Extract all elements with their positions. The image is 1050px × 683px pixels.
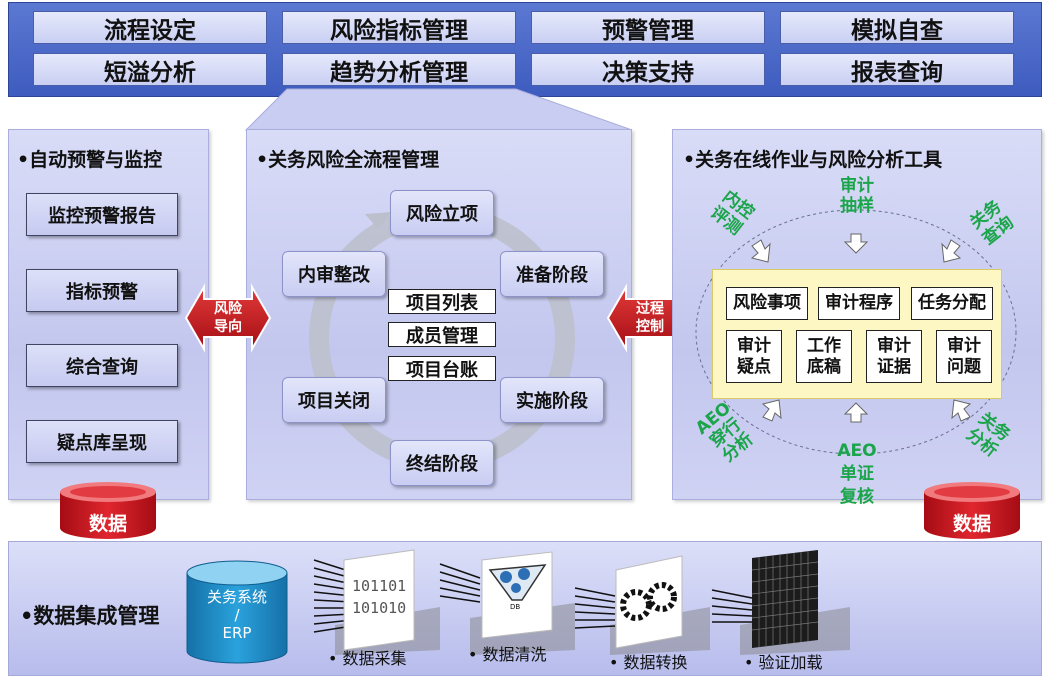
data-integration-title: •数据集成管理 bbox=[20, 604, 160, 628]
suspect-library-button[interactable]: 疑点库呈现 bbox=[26, 420, 178, 463]
step-verify-load: • 验证加载 bbox=[744, 653, 823, 672]
task-assignment-tool[interactable]: 任务分配 bbox=[911, 287, 993, 320]
arrow-in-bottom-right bbox=[951, 399, 972, 422]
menu-report-query[interactable]: 报表查询 bbox=[780, 53, 1014, 86]
comprehensive-query-button[interactable]: 综合查询 bbox=[26, 344, 178, 387]
database-label-left: 数据 bbox=[88, 513, 127, 535]
menu-warning[interactable]: 预警管理 bbox=[531, 11, 765, 44]
right-panel-title: •关务在线作业与风险分析工具 bbox=[683, 149, 943, 171]
arrow-in-bottom-left bbox=[761, 399, 782, 422]
grid-block bbox=[751, 550, 819, 648]
stage-preparation[interactable]: 准备阶段 bbox=[500, 251, 604, 297]
arrow-in-top-center bbox=[843, 233, 869, 254]
erp-system-label: 关务系统 / ERP bbox=[206, 588, 267, 642]
menu-decision-support[interactable]: 决策支持 bbox=[531, 53, 765, 86]
audit-sampling-label: 审计抽样 bbox=[840, 176, 874, 216]
database-label-right: 数据 bbox=[952, 513, 991, 535]
stage-termination[interactable]: 终结阶段 bbox=[390, 440, 494, 486]
risk-oriented-label: 风险导向 bbox=[214, 301, 242, 335]
stage-audit-rectification[interactable]: 内审整改 bbox=[282, 251, 386, 297]
database-icon-right bbox=[924, 482, 1020, 539]
step-data-collection: • 数据采集 bbox=[328, 649, 407, 668]
audit-issue-tool[interactable]: 审计问题 bbox=[936, 330, 992, 383]
stage-risk-initiation[interactable]: 风险立项 bbox=[390, 190, 494, 236]
process-control-label: 过程控制 bbox=[636, 301, 664, 335]
project-list-item[interactable]: 项目列表 bbox=[388, 289, 496, 314]
monitor-warning-report-button[interactable]: 监控预警报告 bbox=[26, 193, 178, 236]
data-transform-graphic bbox=[574, 587, 616, 629]
data-cleaning-graphic bbox=[439, 563, 481, 603]
project-ledger-item[interactable]: 项目台账 bbox=[388, 356, 496, 381]
member-management-item[interactable]: 成员管理 bbox=[388, 322, 496, 347]
arrow-in-top-right bbox=[941, 239, 962, 263]
arrow-in-bottom-center bbox=[843, 402, 869, 423]
audit-evidence-tool[interactable]: 审计证据 bbox=[866, 330, 922, 383]
verify-load-graphic bbox=[711, 589, 753, 623]
left-panel-title: •自动预警与监控 bbox=[17, 149, 163, 171]
risk-oriented-arrow bbox=[184, 283, 272, 353]
center-panel-title: •关务风险全流程管理 bbox=[256, 149, 440, 171]
arrow-in-top-left bbox=[750, 239, 771, 263]
menu-process-setting[interactable]: 流程设定 bbox=[33, 11, 267, 44]
cycle-arrow-head bbox=[365, 212, 392, 229]
working-papers-tool[interactable]: 工作底稿 bbox=[796, 330, 852, 383]
stage-project-close[interactable]: 项目关闭 bbox=[282, 377, 386, 423]
db-tag-text: DB bbox=[510, 603, 521, 611]
step-data-cleaning: • 数据清洗 bbox=[468, 645, 547, 664]
erp-cylinder bbox=[186, 560, 288, 664]
step-data-transform: • 数据转换 bbox=[609, 653, 688, 672]
menu-trend-analysis[interactable]: 趋势分析管理 bbox=[282, 53, 516, 86]
menu-overflow-analysis[interactable]: 短溢分析 bbox=[33, 53, 267, 86]
menu-self-check[interactable]: 模拟自查 bbox=[780, 11, 1014, 44]
menu-risk-indicator[interactable]: 风险指标管理 bbox=[282, 11, 516, 44]
binary-text: 101101 101010 bbox=[352, 577, 407, 617]
database-icon-left bbox=[60, 482, 156, 539]
audit-procedure-tool[interactable]: 审计程序 bbox=[818, 287, 900, 320]
indicator-warning-button[interactable]: 指标预警 bbox=[26, 269, 178, 312]
audit-suspicion-tool[interactable]: 审计疑点 bbox=[726, 330, 782, 383]
stage-implementation[interactable]: 实施阶段 bbox=[500, 377, 604, 423]
risk-item-tool[interactable]: 风险事项 bbox=[726, 287, 808, 320]
